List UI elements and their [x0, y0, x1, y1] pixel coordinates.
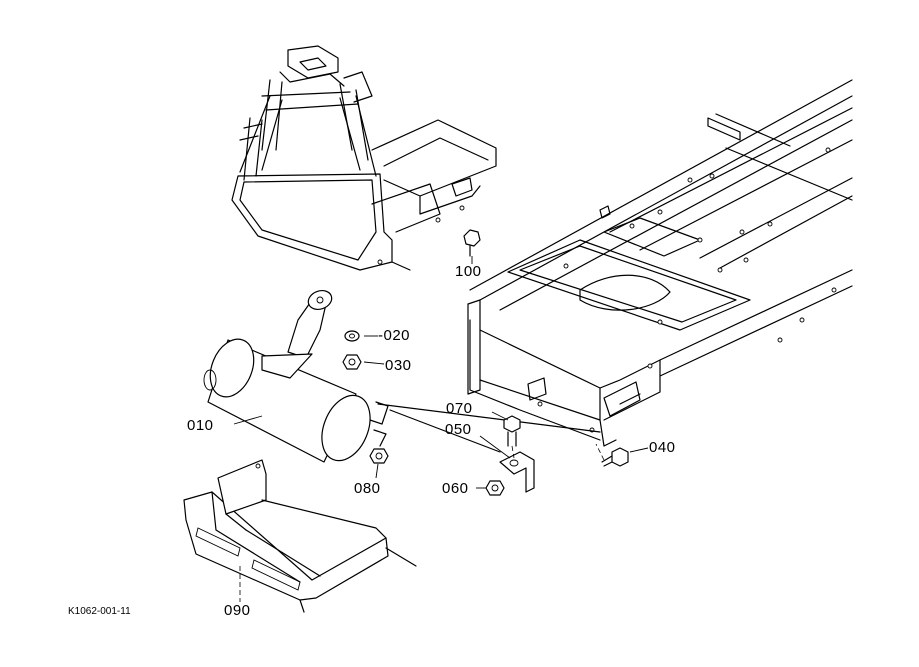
callout-080: 080	[354, 480, 381, 497]
front-frame-assembly	[231, 45, 497, 271]
callout-090: 090	[224, 602, 251, 619]
leader-lines	[233, 256, 649, 602]
callout-060: 060	[442, 480, 469, 497]
callout-070: 070	[446, 400, 473, 417]
callout-050: 050	[445, 421, 472, 438]
callout-030: 030	[385, 357, 412, 374]
callout-010: 010	[187, 417, 214, 434]
callout-040: 040	[649, 439, 676, 456]
main-chassis-frame	[467, 79, 853, 447]
muffler-cover-part-090	[183, 459, 417, 613]
muffler-part-010	[203, 289, 601, 463]
callout-100: 100	[455, 263, 482, 280]
hardware	[342, 229, 629, 496]
callout-020: -020	[378, 327, 411, 344]
drawing-code: K1062-001-11	[68, 606, 131, 617]
